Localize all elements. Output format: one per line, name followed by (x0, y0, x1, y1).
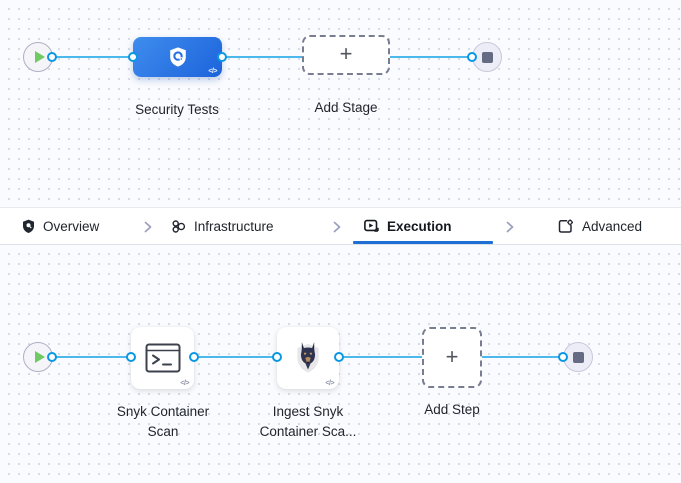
flow-line (52, 356, 131, 358)
pipeline-end-node (472, 42, 502, 72)
chevron-right-icon (505, 221, 515, 233)
plus-icon: + (339, 41, 353, 66)
execution-canvas: </> Snyk Container Scan </> Ingest Snyk … (0, 245, 681, 483)
tab-label: Execution (387, 218, 452, 234)
add-stage-button[interactable]: + (302, 35, 390, 75)
flow-line (390, 56, 472, 58)
stage-config-tabbar: Overview Infrastructure (0, 207, 681, 245)
chevron-right-icon (143, 221, 153, 233)
connector-point[interactable] (217, 52, 227, 62)
tab-label: Overview (43, 218, 100, 234)
shield-icon (22, 219, 35, 234)
play-icon (35, 51, 45, 63)
stage-node-security-tests[interactable]: </> (133, 37, 222, 77)
stage-label: Security Tests (135, 102, 219, 117)
tab-label: Infrastructure (194, 218, 274, 234)
connector-point[interactable] (128, 52, 138, 62)
tab-infrastructure[interactable]: Infrastructure (171, 208, 274, 244)
code-badge-icon: </> (325, 380, 334, 387)
stage-canvas: </> Security Tests + Add Stage (0, 0, 681, 207)
connector-point[interactable] (189, 352, 199, 362)
terminal-icon (145, 343, 181, 373)
code-badge-icon: </> (180, 380, 189, 387)
snyk-dog-icon (293, 341, 323, 375)
flow-line (194, 356, 277, 358)
advanced-icon (558, 218, 574, 234)
tab-execution[interactable]: Execution (364, 208, 452, 244)
flow-line (339, 356, 422, 358)
flow-line (52, 56, 133, 58)
play-icon (35, 351, 45, 363)
active-tab-underline (353, 241, 493, 244)
code-badge-icon: </> (208, 68, 217, 75)
connector-point[interactable] (558, 352, 568, 362)
step-label: Snyk Container Scan (116, 404, 210, 439)
flow-line (482, 356, 563, 358)
tab-label: Advanced (582, 218, 643, 234)
step-node-snyk-container-scan[interactable]: </> (131, 327, 194, 389)
connector-point[interactable] (272, 352, 282, 362)
tab-advanced[interactable]: Advanced (558, 208, 642, 244)
stop-icon (572, 351, 584, 363)
add-stage-label: Add Stage (314, 100, 378, 115)
execution-icon (364, 219, 379, 233)
tab-overview[interactable]: Overview (22, 208, 99, 244)
security-shield-icon (167, 46, 189, 68)
stop-icon (481, 51, 493, 63)
add-step-label: Add Step (424, 402, 480, 417)
add-step-button[interactable]: + (422, 327, 482, 388)
step-node-ingest-snyk[interactable]: </> (277, 327, 339, 389)
plus-icon: + (445, 343, 459, 369)
connector-point[interactable] (334, 352, 344, 362)
connector-point[interactable] (467, 52, 477, 62)
chevron-right-icon (332, 221, 342, 233)
connector-point[interactable] (47, 352, 57, 362)
step-label: Ingest Snyk Container Sca... (259, 404, 357, 439)
connector-point[interactable] (47, 52, 57, 62)
infrastructure-icon (171, 219, 186, 234)
flow-line (222, 56, 302, 58)
connector-point[interactable] (126, 352, 136, 362)
